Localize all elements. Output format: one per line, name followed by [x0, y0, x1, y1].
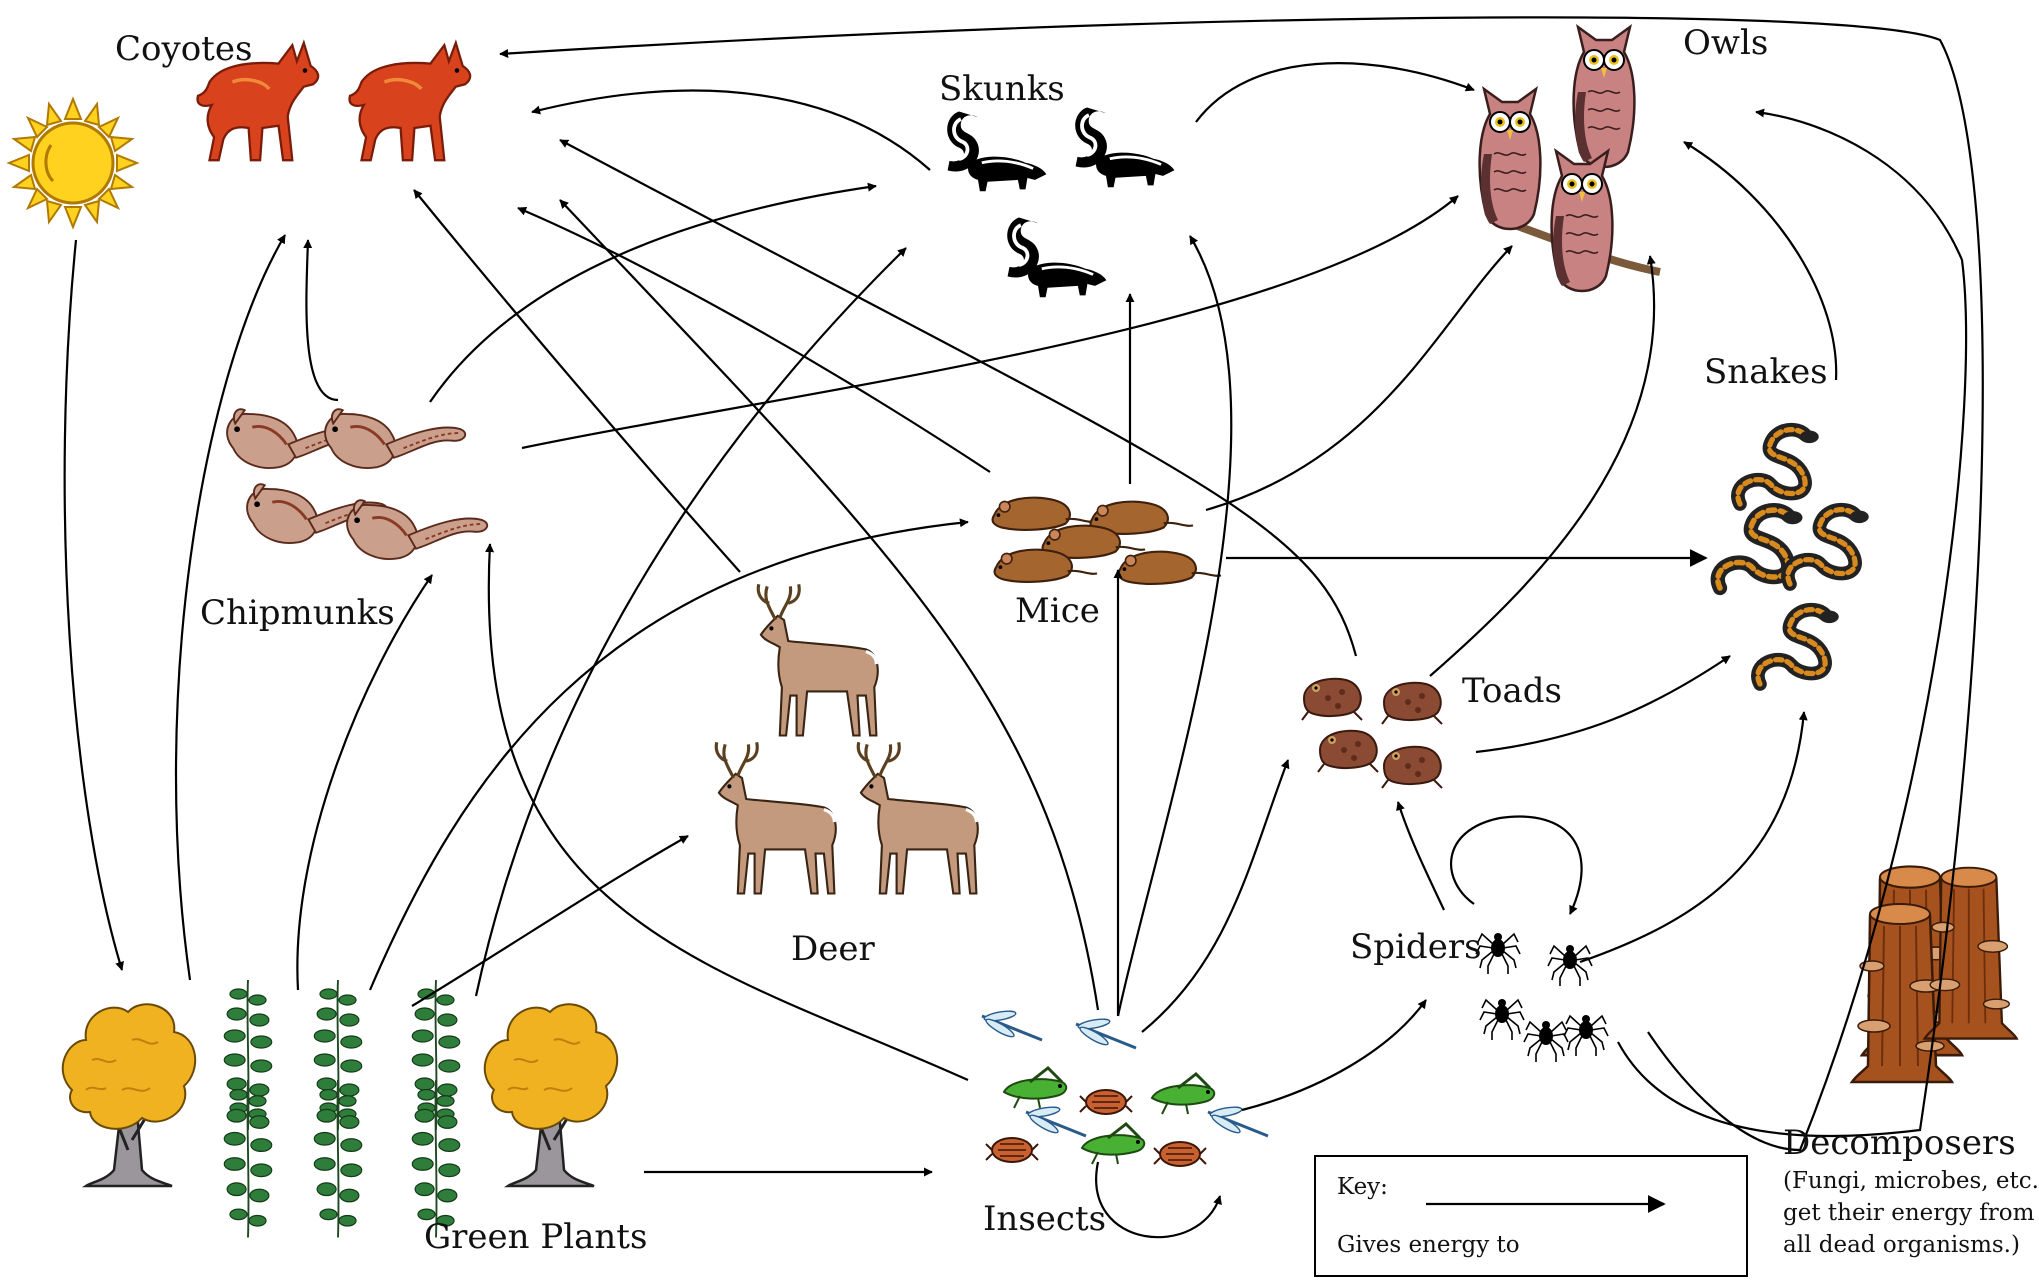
spider-icon	[1476, 933, 1608, 1062]
legend-key: Key: Gives energy to	[1315, 1156, 1747, 1276]
label-mice: Mice	[1015, 591, 1100, 631]
label-snakes: Snakes	[1704, 352, 1828, 392]
snake-icon	[1718, 430, 1869, 684]
insect-icon	[982, 1009, 1268, 1166]
label-owls: Owls	[1683, 23, 1768, 63]
label-decomposers: Decomposers	[1783, 1123, 2016, 1163]
skunk-icon	[947, 108, 1174, 298]
chipmunk-icon	[227, 409, 487, 559]
label-coyotes: Coyotes	[115, 29, 252, 69]
label-deer: Deer	[791, 929, 876, 969]
tree-icon	[63, 1004, 617, 1186]
toad-icon	[1302, 679, 1442, 788]
stump-icon	[1852, 866, 2017, 1082]
decomposers-note-line-1: (Fungi, microbes, etc.	[1783, 1168, 2039, 1194]
label-chipmunks: Chipmunks	[200, 593, 395, 633]
label-insects: Insects	[983, 1199, 1106, 1239]
fern-icon	[224, 980, 460, 1238]
deer-icon	[716, 584, 977, 893]
label-green-plants: Green Plants	[424, 1217, 647, 1257]
label-skunks: Skunks	[939, 69, 1065, 109]
label-toads: Toads	[1462, 671, 1562, 711]
key-title: Key:	[1337, 1174, 1388, 1200]
sun-icon	[9, 99, 137, 227]
label-spiders: Spiders	[1350, 927, 1482, 967]
key-meaning: Gives energy to	[1337, 1232, 1520, 1258]
mouse-icon	[993, 498, 1221, 584]
decomposers-note-line-2: get their energy from	[1783, 1200, 2035, 1226]
decomposers-note-line-3: all dead organisms.)	[1783, 1232, 2020, 1258]
